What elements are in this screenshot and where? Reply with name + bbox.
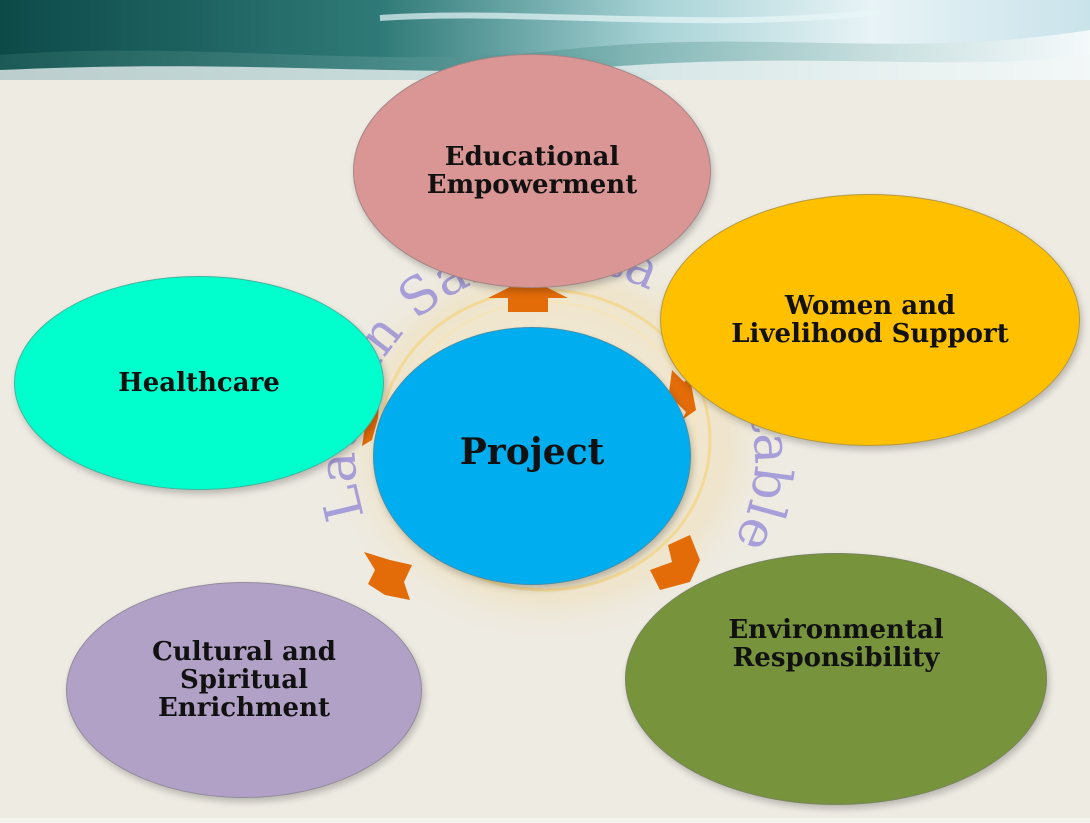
center-node-project[interactable]: Project: [373, 327, 691, 585]
node-label: Environmental Responsibility: [728, 615, 944, 673]
node-label: Cultural and Spiritual Enrichment: [152, 637, 336, 723]
arrow-left-lower-icon: [364, 552, 412, 600]
arrow-right-lower-icon: [650, 535, 700, 590]
node-cultural-spiritual-enrichment[interactable]: Cultural and Spiritual Enrichment: [66, 582, 422, 798]
node-women-livelihood-support[interactable]: Women and Livelihood Support: [660, 194, 1080, 446]
node-label: Women and Livelihood Support: [731, 291, 1009, 349]
node-label: Healthcare: [118, 368, 280, 398]
node-educational-empowerment[interactable]: Educational Empowerment: [353, 54, 711, 288]
node-label: Educational Empowerment: [426, 142, 638, 200]
node-healthcare[interactable]: Healthcare: [14, 276, 384, 490]
node-environmental-responsibility[interactable]: Environmental Responsibility: [625, 553, 1047, 805]
center-label: Project: [459, 431, 605, 473]
arrow-up-icon: [488, 278, 568, 312]
footer-strip: [0, 818, 1090, 823]
